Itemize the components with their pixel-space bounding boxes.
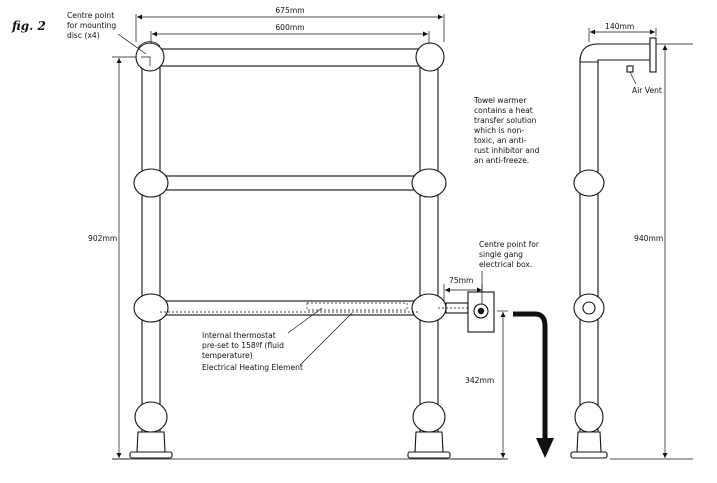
mounting-centre-mark xyxy=(141,56,151,66)
gang-note-line-1: Centre point for xyxy=(479,240,540,249)
left-foot-ball xyxy=(134,401,168,433)
side-foot-plate xyxy=(570,451,608,459)
right-post xyxy=(419,51,439,441)
wall-bracket xyxy=(649,37,657,73)
right-lower-joint xyxy=(411,293,447,323)
mounting-note-line-2: for mounting xyxy=(67,21,116,30)
fluid-note-line-3: transfer solution xyxy=(474,116,537,125)
overall-width-label: 675mm xyxy=(275,6,304,15)
right-foot-ball xyxy=(412,401,446,433)
right-middle-joint xyxy=(411,168,447,198)
thermostat-note-line-1: Internal thermostat xyxy=(202,331,276,340)
air-vent xyxy=(626,65,634,73)
fluid-note-line-4: which is non- xyxy=(474,126,524,135)
mounting-note-line-3: disc (x4) xyxy=(67,31,100,40)
gang-note-line-3: electrical box. xyxy=(479,260,532,269)
right-foot-plate xyxy=(407,451,451,459)
fluid-note-line-1: Towel warmer xyxy=(473,96,527,105)
thermostat-note-line-3: temperature) xyxy=(202,351,253,360)
figure-label: fig. 2 xyxy=(11,19,46,33)
fluid-note-line-7: an anti-freeze. xyxy=(474,156,529,165)
left-middle-joint xyxy=(133,168,169,198)
side-view: Air Vent 140mm 940mm xyxy=(570,22,693,460)
internal-thermostat xyxy=(306,302,408,311)
side-foot-ball xyxy=(574,401,604,433)
box-height-label: 342mm xyxy=(465,376,494,385)
side-height-label: 940mm xyxy=(634,234,663,243)
fluid-note-line-2: contains a heat xyxy=(474,106,533,115)
air-vent-label: Air Vent xyxy=(632,86,662,95)
gang-box-centre-dot xyxy=(477,307,485,315)
front-dimensions: 675mm 600mm 902mm 75mm 342mm xyxy=(88,6,508,460)
thermostat-note-line-2: pre-set to 158ºf (fluid xyxy=(202,341,284,350)
left-foot-plate xyxy=(129,451,173,459)
fluid-note-line-6: rust inhibitor and xyxy=(474,146,540,155)
annotations: Centre point for mounting disc (x4) Towe… xyxy=(67,11,540,372)
cable-route-arrow xyxy=(513,311,554,458)
side-foot-base xyxy=(576,431,602,453)
depth-label: 140mm xyxy=(605,22,634,31)
gang-note-line-2: single gang xyxy=(479,250,523,259)
front-height-label: 902mm xyxy=(88,234,117,243)
right-foot-base xyxy=(414,431,444,453)
middle-rail xyxy=(149,175,431,191)
cable-shroud xyxy=(445,302,469,314)
left-lower-joint xyxy=(133,293,169,323)
side-top-arm xyxy=(579,43,651,63)
centres-width-label: 600mm xyxy=(275,23,304,32)
top-right-elbow xyxy=(415,42,445,72)
front-view xyxy=(129,41,495,459)
side-middle-joint xyxy=(573,169,605,197)
top-rail xyxy=(149,48,431,67)
air-vent-leader xyxy=(629,71,637,85)
heating-element-note: Electrical Heating Element xyxy=(202,363,303,372)
box-offset-label: 75mm xyxy=(449,276,473,285)
thermostat-leader xyxy=(287,307,323,334)
left-foot-base xyxy=(136,431,166,453)
fluid-note-line-5: toxic, an anti- xyxy=(474,136,526,145)
mounting-note-line-1: Centre point xyxy=(67,11,114,20)
element-leader xyxy=(299,312,353,366)
elbow-seam xyxy=(137,41,161,49)
left-post xyxy=(141,51,161,441)
side-lower-socket xyxy=(582,301,596,315)
mounting-leader xyxy=(117,33,147,55)
side-post xyxy=(579,57,599,441)
